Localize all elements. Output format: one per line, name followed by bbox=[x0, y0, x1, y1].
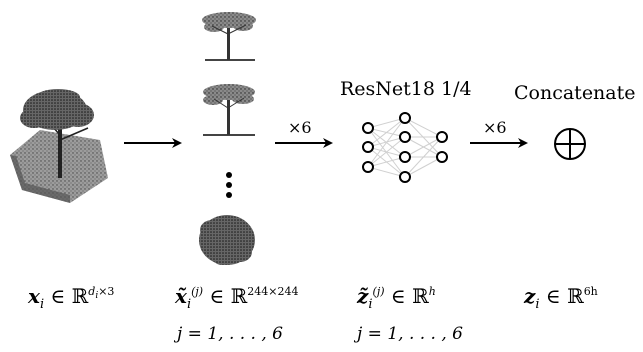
repeat-label-2: ×6 bbox=[483, 118, 507, 137]
concat-label: Concatenate bbox=[514, 82, 636, 104]
neural-network-icon bbox=[367, 117, 443, 178]
equation-point-cloud: xi ∈ ℝdi×3 bbox=[28, 284, 115, 312]
nn-node bbox=[362, 122, 374, 134]
equation-embedding: z̃i(j) ∈ ℝh bbox=[357, 284, 436, 312]
equation-concat: zi ∈ ℝ6h bbox=[524, 284, 598, 312]
tree-point-cloud-icon bbox=[10, 89, 108, 203]
nn-node bbox=[436, 131, 448, 143]
circled-plus-icon bbox=[554, 128, 586, 160]
network-label: ResNet18 1/4 bbox=[340, 78, 472, 100]
embedding-range: j = 1, . . . , 6 bbox=[357, 324, 463, 344]
projection-view-top bbox=[202, 12, 256, 61]
equation-projection: x̃i(j) ∈ ℝ244×244 bbox=[175, 284, 299, 312]
nn-node bbox=[399, 171, 411, 183]
projection-range: j = 1, . . . , 6 bbox=[177, 324, 283, 344]
nn-node bbox=[399, 112, 411, 124]
nn-node bbox=[362, 161, 374, 173]
nn-node bbox=[362, 141, 374, 153]
ellipsis bbox=[226, 172, 232, 198]
projection-view-bottom bbox=[199, 215, 255, 265]
nn-node bbox=[399, 151, 411, 163]
repeat-label-1: ×6 bbox=[288, 118, 312, 137]
projection-view-middle bbox=[203, 84, 255, 136]
nn-node bbox=[436, 151, 448, 163]
nn-node bbox=[399, 131, 411, 143]
